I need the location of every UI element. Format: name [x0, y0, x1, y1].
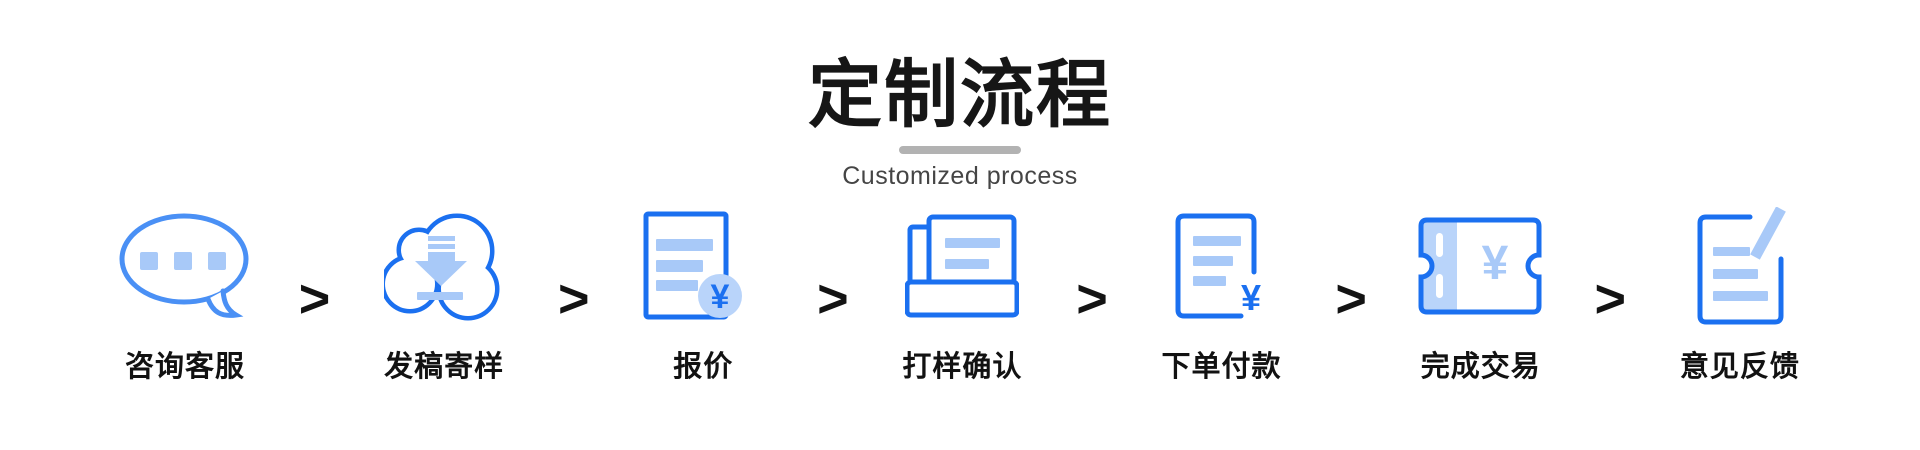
svg-text:¥: ¥ — [711, 278, 730, 316]
page-title: 定制流程 — [808, 53, 1112, 136]
ticket-yen-icon: ¥ — [1417, 208, 1544, 323]
step-label: 报价 — [673, 351, 734, 384]
step-consult-service: 咨询客服 — [110, 208, 260, 385]
step-order-payment: ¥ 下单付款 — [1147, 208, 1297, 385]
flow-arrow-icon: > — [817, 269, 849, 330]
step-feedback: 意见反馈 — [1665, 206, 1815, 385]
step-quote: ¥ 报价 — [628, 208, 778, 385]
chat-bubble-icon — [118, 208, 252, 323]
flow-arrow-icon: > — [1076, 269, 1108, 330]
svg-text:¥: ¥ — [1482, 237, 1509, 290]
page-subtitle: Customized process — [842, 161, 1078, 190]
cloud-download-icon — [384, 208, 504, 323]
flow-arrow-icon: > — [1335, 269, 1367, 330]
step-label: 发稿寄样 — [384, 351, 505, 384]
process-flow: 咨询客服 > — [0, 206, 1920, 385]
step-label: 意见反馈 — [1679, 351, 1800, 384]
flow-arrow-icon: > — [557, 269, 590, 330]
payment-document-yen-icon: ¥ — [1172, 208, 1272, 323]
step-send-sample: 发稿寄样 — [369, 208, 519, 385]
step-label: 下单付款 — [1161, 351, 1282, 384]
flow-arrow-icon: > — [1594, 269, 1627, 330]
svg-text:¥: ¥ — [1241, 277, 1261, 318]
step-label: 咨询客服 — [124, 351, 245, 384]
banner-header: 定制流程 Customized process — [0, 0, 1920, 190]
printer-proof-icon — [905, 208, 1020, 323]
step-label: 完成交易 — [1420, 351, 1541, 384]
step-proof-confirm: 打样确认 — [887, 208, 1037, 385]
step-label: 打样确认 — [902, 351, 1023, 384]
step-complete-transaction: ¥ 完成交易 — [1406, 208, 1556, 385]
feedback-edit-icon — [1690, 206, 1790, 325]
title-underline — [899, 145, 1021, 154]
quote-document-yen-icon: ¥ — [642, 208, 764, 323]
flow-arrow-icon: > — [298, 269, 331, 330]
